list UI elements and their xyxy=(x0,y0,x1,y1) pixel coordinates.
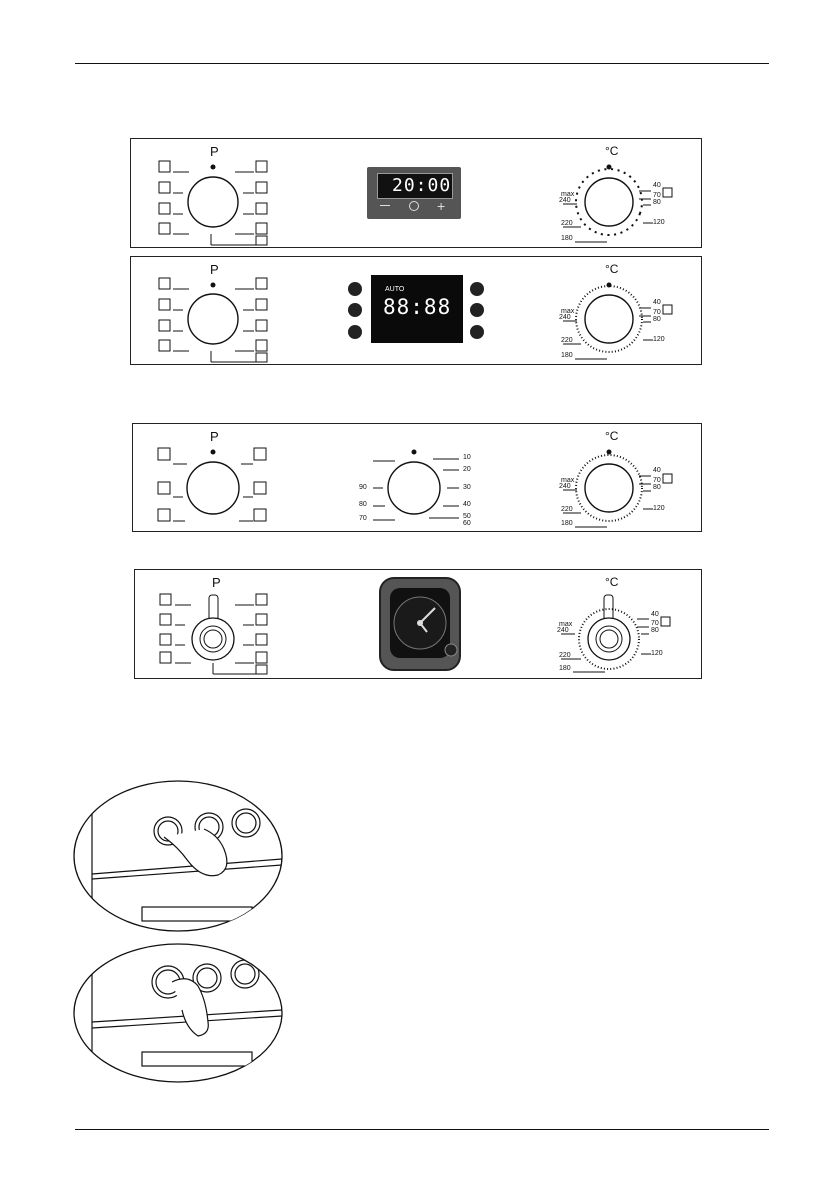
key-icon[interactable] xyxy=(470,325,484,339)
temp-mark-180: 180 xyxy=(559,665,571,672)
temp-mark-70: 70 xyxy=(653,477,661,484)
temp-mark-70: 70 xyxy=(653,309,661,316)
temp-mark-240: 240 xyxy=(559,314,571,321)
display-time: 88:88 xyxy=(383,295,451,319)
temp-mark-220: 220 xyxy=(559,652,571,659)
control-panel-2: P °C xyxy=(130,256,702,365)
display-time: 20:00 xyxy=(392,175,451,196)
temp-mark-80: 80 xyxy=(653,484,661,491)
digital-display: 20:00 + xyxy=(367,167,461,219)
temp-mark-240: 240 xyxy=(559,197,571,204)
temp-mark-80: 80 xyxy=(653,199,661,206)
temp-mark-120: 120 xyxy=(653,505,665,512)
temp-mark-80: 80 xyxy=(651,627,659,634)
illustration-push-knob xyxy=(72,779,284,934)
temp-mark-40: 40 xyxy=(653,182,661,189)
bottom-rule xyxy=(75,1129,769,1130)
control-panel-3: P °C 10 20 30 40 xyxy=(132,423,702,532)
timer-mark-90: 90 xyxy=(359,484,367,491)
temp-mark-40: 40 xyxy=(653,467,661,474)
temp-mark-180: 180 xyxy=(561,352,573,359)
clock-icon[interactable] xyxy=(409,201,419,211)
temp-mark-70: 70 xyxy=(651,620,659,627)
minus-icon[interactable] xyxy=(380,205,390,206)
control-panel-1: P °C max 240 2 xyxy=(130,138,702,248)
temp-mark-120: 120 xyxy=(651,650,663,657)
temp-mark-240: 240 xyxy=(557,627,569,634)
timer-mark-20: 20 xyxy=(463,466,471,473)
temp-mark-180: 180 xyxy=(561,520,573,527)
plus-icon[interactable]: + xyxy=(437,199,445,213)
timer-mark-70: 70 xyxy=(359,515,367,522)
display-screen: 20:00 xyxy=(377,173,453,199)
temp-mark-240: 240 xyxy=(559,483,571,490)
temp-mark-220: 220 xyxy=(561,220,573,227)
temp-mark-180: 180 xyxy=(561,235,573,242)
timer-mark-40: 40 xyxy=(463,501,471,508)
temperature-knob[interactable] xyxy=(585,464,633,512)
panel-4-drawing xyxy=(135,570,701,678)
timer-mark-10: 10 xyxy=(463,454,471,461)
temp-mark-40: 40 xyxy=(651,611,659,618)
temperature-knob[interactable] xyxy=(585,295,633,343)
temp-mark-220: 220 xyxy=(561,506,573,513)
timer-knob[interactable] xyxy=(388,462,440,514)
program-knob[interactable] xyxy=(188,294,238,344)
panel-3-drawing xyxy=(133,424,701,531)
illustration-turn-knob xyxy=(72,942,284,1085)
timer-mark-60: 60 xyxy=(463,520,471,527)
display-mode: AUTO xyxy=(385,286,404,293)
clock-adjust-knob[interactable] xyxy=(445,644,457,656)
timer-mark-80: 80 xyxy=(359,501,367,508)
temp-mark-70: 70 xyxy=(653,192,661,199)
temp-mark-80: 80 xyxy=(653,316,661,323)
temperature-knob[interactable] xyxy=(585,178,633,226)
timer-mark-50: 50 xyxy=(463,513,471,520)
temp-mark-40: 40 xyxy=(653,299,661,306)
temp-mark-120: 120 xyxy=(653,219,665,226)
next-icon[interactable] xyxy=(348,325,362,339)
temp-mark-120: 120 xyxy=(653,336,665,343)
control-panel-4: P °C xyxy=(134,569,702,679)
program-knob[interactable] xyxy=(187,462,239,514)
timer-mark-30: 30 xyxy=(463,484,471,491)
timer-icon[interactable] xyxy=(348,282,362,296)
program-knob[interactable] xyxy=(188,177,238,227)
temp-mark-220: 220 xyxy=(561,337,573,344)
plus-icon[interactable] xyxy=(470,303,484,317)
bell-icon[interactable] xyxy=(470,282,484,296)
minus-icon[interactable] xyxy=(348,303,362,317)
top-rule xyxy=(75,63,769,64)
